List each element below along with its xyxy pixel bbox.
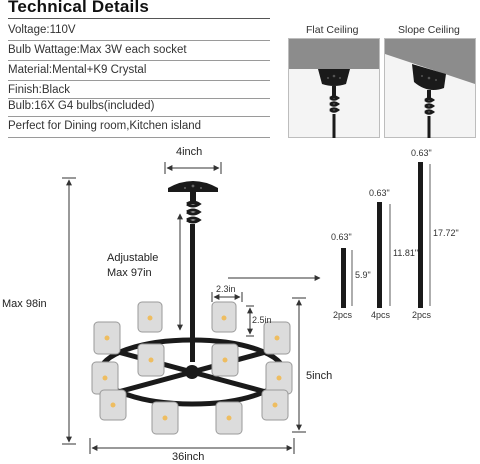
- body-height-dimension: [292, 297, 306, 433]
- chain: [186, 200, 202, 224]
- max-height-dimension: [62, 177, 76, 445]
- spec-finish: Finish:Black: [8, 84, 70, 96]
- rod-short-diameter: 0.63": [331, 232, 352, 242]
- rod-short: [341, 248, 346, 308]
- rod-medium-qty: 4pcs: [371, 310, 391, 320]
- overall-width-label: 36inch: [172, 451, 205, 463]
- rod-long-diameter: 0.63": [411, 148, 432, 158]
- rod-short-length: 5.9": [355, 270, 371, 280]
- spec-voltage: Voltage:110V: [8, 24, 76, 36]
- chandelier-dimension-drawing: [62, 162, 431, 454]
- overall-width-dimension: [89, 438, 295, 454]
- flat-ceiling-label: Flat Ceiling: [306, 24, 359, 36]
- slope-ceiling-label: Slope Ceiling: [398, 24, 460, 36]
- adjustable-label: Adjustable: [107, 252, 159, 264]
- spec-wattage: Bulb Wattage:Max 3W each socket: [8, 44, 187, 56]
- rod-medium-length: 11.81": [393, 248, 419, 258]
- body-height-label: 5inch: [306, 370, 333, 382]
- canopy-width-dimension: [164, 162, 222, 174]
- extension-rods: [341, 162, 431, 308]
- shade-height-label: 2.5in: [252, 315, 272, 325]
- rod-medium-diameter: 0.63": [369, 188, 390, 198]
- slope-ceiling-illustration: [384, 38, 476, 138]
- rod-medium: [377, 202, 382, 308]
- spec-divider: [8, 116, 270, 117]
- crystal-shades: [91, 301, 293, 435]
- spec-divider: [8, 60, 270, 61]
- spec-divider: [8, 40, 270, 41]
- spec-divider: [8, 137, 270, 138]
- title-divider: [8, 18, 270, 19]
- shade-height-dimension: [246, 305, 254, 337]
- spec-divider: [8, 98, 270, 99]
- rod-long-length: 17.72": [433, 228, 459, 238]
- flat-ceiling-illustration: [288, 38, 380, 138]
- adjustable-max-label: Max 97in: [107, 267, 152, 279]
- max-height-label: Max 98in: [2, 298, 47, 310]
- bulbs: [102, 315, 282, 421]
- canopy-width-label: 4inch: [176, 146, 203, 158]
- arm-spacing-dimension: [211, 292, 243, 302]
- down-rod: [190, 224, 195, 362]
- spec-title: Technical Details: [8, 0, 150, 16]
- spec-divider: [8, 80, 270, 81]
- rod-long: [418, 162, 423, 308]
- rod-short-qty: 2pcs: [333, 310, 353, 320]
- spec-material: Material:Mental+K9 Crystal: [8, 64, 147, 76]
- spec-bulb: Bulb:16X G4 bulbs(included): [8, 100, 155, 112]
- spec-usage: Perfect for Dining room,Kitchen island: [8, 120, 202, 132]
- rod-long-qty: 2pcs: [412, 310, 432, 320]
- arm-spacing-label: 2.3in: [216, 284, 236, 294]
